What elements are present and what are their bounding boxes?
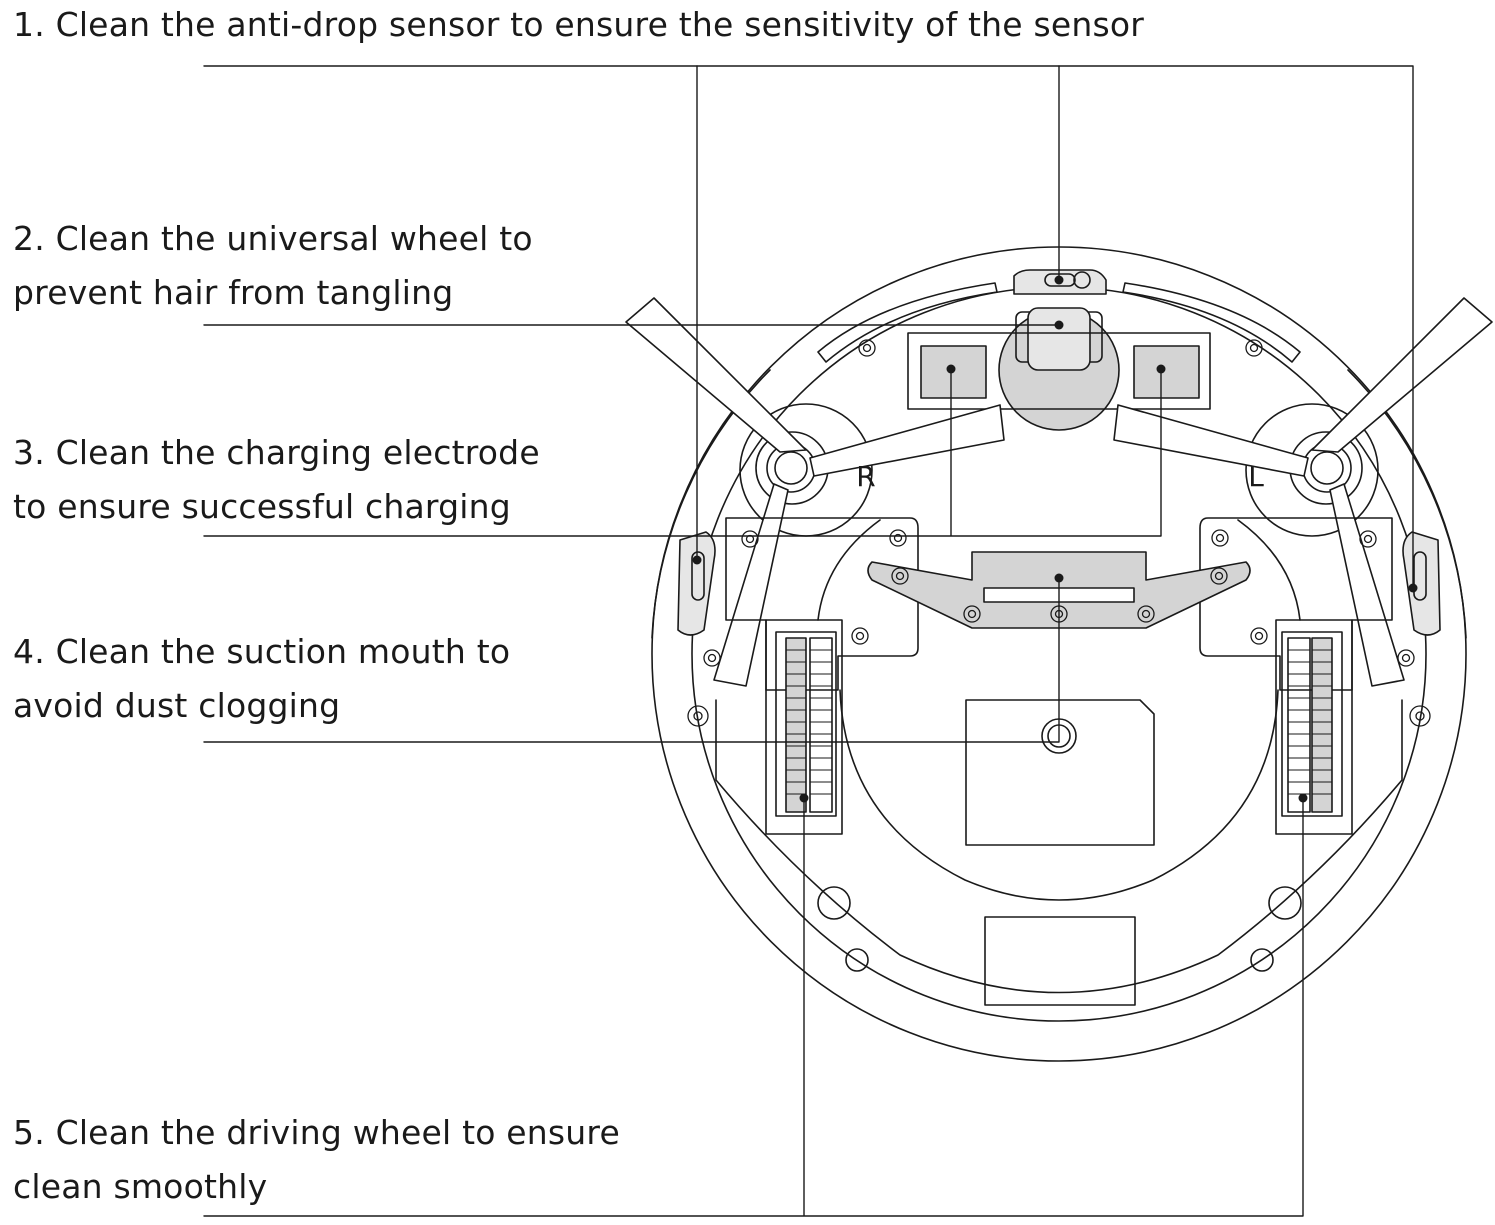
screws xyxy=(687,339,1431,727)
label-line: clean smoothly xyxy=(13,1167,268,1206)
side-brush-right xyxy=(625,297,1005,687)
body-contour xyxy=(817,519,1301,621)
leader-lines xyxy=(203,65,1414,1217)
leader-anti-drop-sensor xyxy=(203,65,1414,589)
label-line: to ensure successful charging xyxy=(13,487,511,526)
driving-wheel-left xyxy=(765,619,843,835)
driving-wheel-right xyxy=(1275,619,1353,835)
lower-ports xyxy=(817,886,1302,1006)
label-line: prevent hair from tangling xyxy=(13,273,454,312)
top-right-slot xyxy=(1122,282,1301,363)
brush-letter-left: L xyxy=(1248,460,1264,493)
label-charging-electrode: 3. Clean the charging electrode to ensur… xyxy=(13,426,540,534)
leader-charging-electrode xyxy=(203,368,1162,537)
leader-suction-mouth xyxy=(203,577,1060,743)
brush-letter-right: R xyxy=(856,460,875,493)
label-line: 2. Clean the universal wheel to xyxy=(13,219,533,258)
label-line: 1. Clean the anti-drop sensor to ensure … xyxy=(13,5,1145,44)
side-brush-left xyxy=(1113,297,1493,687)
label-suction-mouth: 4. Clean the suction mouth to avoid dust… xyxy=(13,625,510,733)
label-line: avoid dust clogging xyxy=(13,686,341,725)
leader-dots xyxy=(692,275,1418,803)
charging-electrodes xyxy=(907,332,1211,410)
lower-rim xyxy=(715,699,1403,994)
dust-bin-contour xyxy=(839,689,1279,901)
label-driving-wheel: 5. Clean the driving wheel to ensure cle… xyxy=(13,1106,620,1214)
universal-wheel xyxy=(998,307,1120,431)
suction-mouth xyxy=(965,699,1155,846)
leader-driving-wheel xyxy=(203,797,1304,1217)
charging-electrode-right xyxy=(1133,345,1200,399)
label-universal-wheel: 2. Clean the universal wheel to prevent … xyxy=(13,212,533,320)
label-line: 3. Clean the charging electrode xyxy=(13,433,540,472)
anti-drop-sensor-right xyxy=(1402,531,1441,636)
label-line: 5. Clean the driving wheel to ensure xyxy=(13,1113,620,1152)
label-anti-drop-sensor: 1. Clean the anti-drop sensor to ensure … xyxy=(13,0,1144,52)
label-line: 4. Clean the suction mouth to xyxy=(13,632,511,671)
top-left-slot xyxy=(817,282,998,363)
